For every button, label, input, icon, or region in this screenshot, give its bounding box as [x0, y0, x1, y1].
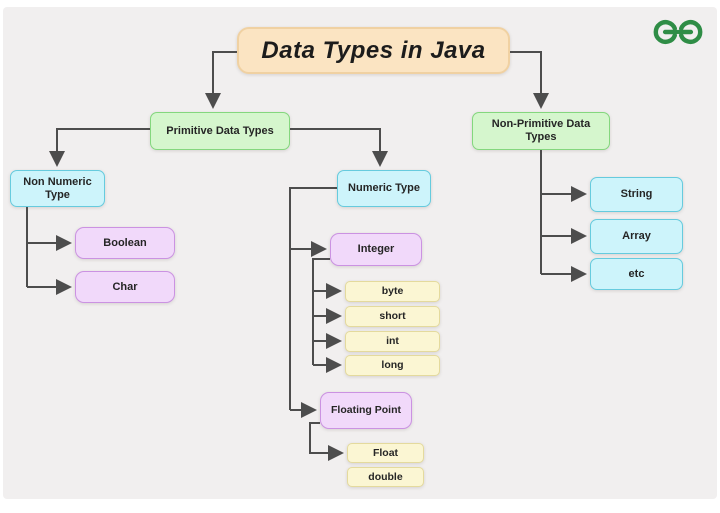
geeksforgeeks-logo-icon [653, 20, 703, 44]
node-array: Array [590, 219, 683, 254]
node-char: Char [75, 271, 175, 303]
node-integer: Integer [330, 233, 422, 266]
node-floating-point: Floating Point [320, 392, 412, 429]
node-int: int [345, 331, 440, 352]
node-non-numeric-type: Non Numeric Type [10, 170, 105, 207]
node-non-primitive-data-types: Non-Primitive Data Types [472, 112, 610, 150]
node-float: Float [347, 443, 424, 463]
node-byte: byte [345, 281, 440, 302]
node-boolean: Boolean [75, 227, 175, 259]
node-etc: etc [590, 258, 683, 290]
diagram-title: Data Types in Java [237, 27, 510, 74]
node-double: double [347, 467, 424, 487]
node-primitive-data-types: Primitive Data Types [150, 112, 290, 150]
node-short: short [345, 306, 440, 327]
node-string: String [590, 177, 683, 212]
node-long: long [345, 355, 440, 376]
node-numeric-type: Numeric Type [337, 170, 431, 207]
